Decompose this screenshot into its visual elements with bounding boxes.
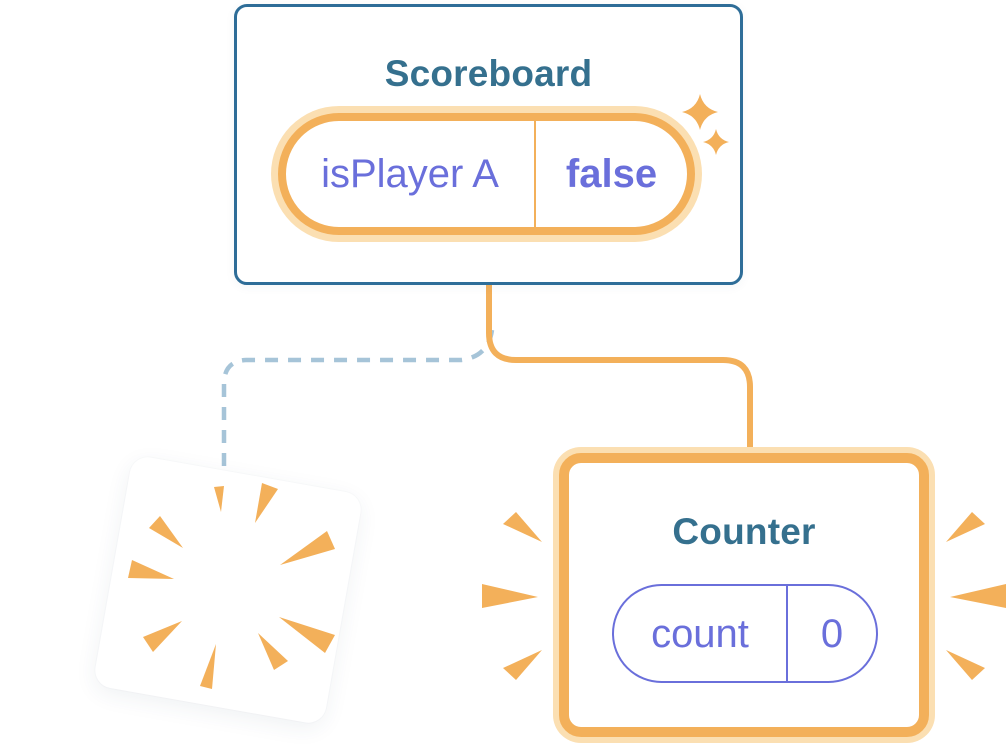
emphasis-ray <box>946 512 985 542</box>
scoreboard-component-card: Scoreboard isPlayer A false <box>234 4 743 285</box>
counter-title: Counter <box>672 511 816 552</box>
scoreboard-state-pill: isPlayer A false <box>278 113 695 235</box>
state-key: isPlayer A <box>321 152 499 196</box>
emphasis-ray <box>946 650 985 680</box>
emphasis-ray <box>503 650 542 680</box>
emphasis-burst-right-icon <box>946 512 1006 680</box>
scoreboard-title: Scoreboard <box>384 53 593 94</box>
emphasis-ray <box>482 584 538 608</box>
state-destroyed-connector-dashed-line <box>221 329 495 466</box>
pill-divider <box>786 586 788 681</box>
pill-divider <box>534 121 536 227</box>
state-key: count <box>651 611 749 656</box>
counter-component-card: Counter count 0 <box>559 453 929 737</box>
state-value: 0 <box>820 611 844 656</box>
removed-component-card <box>92 454 364 726</box>
emphasis-ray <box>503 512 542 542</box>
emphasis-burst-left-icon <box>482 512 542 680</box>
counter-state-pill: count 0 <box>612 584 878 683</box>
state-kept-connector-solid-line <box>486 279 753 459</box>
emphasis-ray <box>950 584 1006 608</box>
state-value: false <box>565 152 658 196</box>
